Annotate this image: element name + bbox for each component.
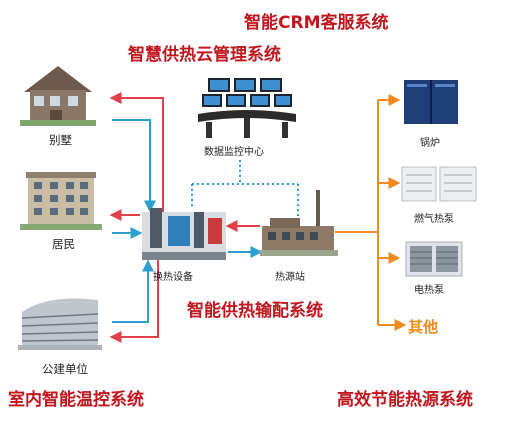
source-lines [335, 94, 407, 331]
boiler-label: 锅炉 [420, 138, 440, 149]
electric-heat-pump-label: 电热泵 [414, 285, 444, 296]
monitor-center-label: 数据监控中心 [204, 147, 264, 158]
other-label: 其他 [408, 318, 439, 336]
heat-station-label: 热源站 [275, 272, 305, 283]
heat-exchanger-label: 换热设备 [153, 272, 193, 283]
indoor-title: 室内智能温控系统 [8, 390, 144, 410]
gas-heat-pump-image [401, 166, 477, 202]
residence-image [20, 172, 102, 230]
crm-title: 智能CRM客服系统 [244, 13, 389, 33]
heat-exchanger-image [142, 208, 226, 260]
return-lines [112, 119, 156, 323]
electric-heat-pump-image [405, 241, 463, 277]
boiler-image [404, 80, 458, 124]
gas-heat-pump-label: 燃气热泵 [414, 214, 454, 225]
residence-label: 居民 [52, 237, 75, 251]
villa-label: 别墅 [49, 133, 72, 147]
public-building-image [18, 298, 102, 350]
monitor-dotted-lines [191, 160, 299, 222]
distribution-title: 智能供热输配系统 [187, 301, 323, 321]
cloud-title: 智慧供热云管理系统 [128, 45, 281, 65]
source-title: 高效节能热源系统 [337, 390, 473, 410]
monitor-center-image [198, 78, 296, 138]
villa-image [20, 66, 96, 126]
supply-lines [109, 92, 164, 343]
heat-station-image [260, 190, 338, 256]
public-label: 公建单位 [42, 362, 88, 376]
